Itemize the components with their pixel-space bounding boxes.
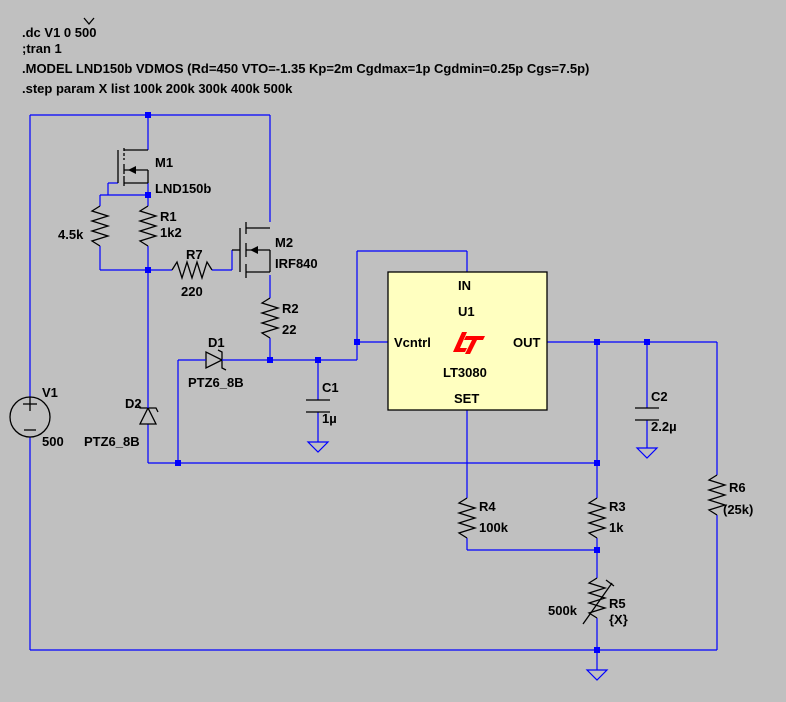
- variable-resistor-r5[interactable]: R5 500k {X}: [548, 577, 628, 627]
- r-4k5-value: 4.5k: [58, 227, 84, 242]
- u1-ref: U1: [458, 304, 475, 319]
- resistor-r6[interactable]: R6 (25k): [706, 474, 753, 517]
- c2-value: 2.2µ: [651, 419, 677, 434]
- directive-dc[interactable]: .dc V1 0 500: [22, 25, 96, 40]
- d1-ref: D1: [208, 335, 225, 350]
- ground-symbol-c1: [306, 441, 330, 453]
- u1-pin-out: OUT: [513, 335, 541, 350]
- r7-value: 220: [181, 284, 203, 299]
- c1-ref: C1: [322, 380, 339, 395]
- resistor-r7[interactable]: R7 220: [171, 247, 213, 299]
- resistor-r2[interactable]: R2 22: [259, 297, 299, 339]
- mosfet-m1[interactable]: M1 LND150b: [117, 148, 211, 196]
- u1-part: LT3080: [443, 365, 487, 380]
- m2-value: IRF840: [275, 256, 318, 271]
- resistor-r3[interactable]: R3 1k: [586, 497, 626, 539]
- zener-d2[interactable]: D2 PTZ6_8B: [84, 396, 159, 449]
- resistor-4k5[interactable]: 4.5k: [58, 205, 111, 247]
- directive-model[interactable]: .MODEL LND150b VDMOS (Rd=450 VTO=-1.35 K…: [22, 61, 589, 76]
- ground-symbol-main: [585, 669, 609, 681]
- spice-directives: .dc V1 0 500 ;tran 1 .MODEL LND150b VDMO…: [22, 17, 589, 96]
- r2-ref: R2: [282, 301, 299, 316]
- u1-pin-in: IN: [458, 278, 471, 293]
- r7-ref: R7: [186, 247, 203, 262]
- d2-ref: D2: [125, 396, 142, 411]
- c1-value: 1µ: [322, 411, 337, 426]
- mosfet-m2[interactable]: M2 IRF840: [232, 222, 318, 278]
- r5-ref: R5: [609, 596, 626, 611]
- d2-value: PTZ6_8B: [84, 434, 140, 449]
- m2-ref: M2: [275, 235, 293, 250]
- chevron-down-icon: [83, 17, 95, 26]
- directive-tran[interactable]: ;tran 1: [22, 41, 62, 56]
- m1-ref: M1: [155, 155, 173, 170]
- c2-ref: C2: [651, 389, 668, 404]
- u1-pin-vcntrl: Vcntrl: [394, 335, 431, 350]
- directive-step[interactable]: .step param X list 100k 200k 300k 400k 5…: [22, 81, 293, 96]
- v1-value: 500: [42, 434, 64, 449]
- r1-ref: R1: [160, 209, 177, 224]
- resistor-r1[interactable]: R1 1k2: [137, 205, 182, 247]
- capacitor-c1[interactable]: C1 1µ: [306, 380, 339, 426]
- r4-ref: R4: [479, 499, 496, 514]
- r2-value: 22: [282, 322, 296, 337]
- u1-pin-set: SET: [454, 391, 479, 406]
- voltage-source-v1[interactable]: V1 500: [9, 385, 64, 449]
- r3-ref: R3: [609, 499, 626, 514]
- r6-value: (25k): [723, 502, 753, 517]
- zener-d1[interactable]: D1 PTZ6_8B: [188, 335, 244, 390]
- d1-value: PTZ6_8B: [188, 375, 244, 390]
- r3-value: 1k: [609, 520, 624, 535]
- r1-value: 1k2: [160, 225, 182, 240]
- r6-ref: R6: [729, 480, 746, 495]
- r5-value: 500k: [548, 603, 578, 618]
- linear-tech-logo-icon: [453, 332, 485, 354]
- capacitor-c2[interactable]: C2 2.2µ: [635, 389, 677, 434]
- r4-value: 100k: [479, 520, 509, 535]
- v1-ref: V1: [42, 385, 58, 400]
- m1-value: LND150b: [155, 181, 211, 196]
- ground-symbol-c2: [635, 447, 659, 459]
- wires: [29, 114, 718, 670]
- resistor-r4[interactable]: R4 100k: [456, 497, 509, 539]
- ic-u1-lt3080[interactable]: IN U1 Vcntrl OUT LT3080 SET: [387, 271, 548, 411]
- r5-param: {X}: [609, 612, 628, 627]
- junctions: [145, 112, 650, 653]
